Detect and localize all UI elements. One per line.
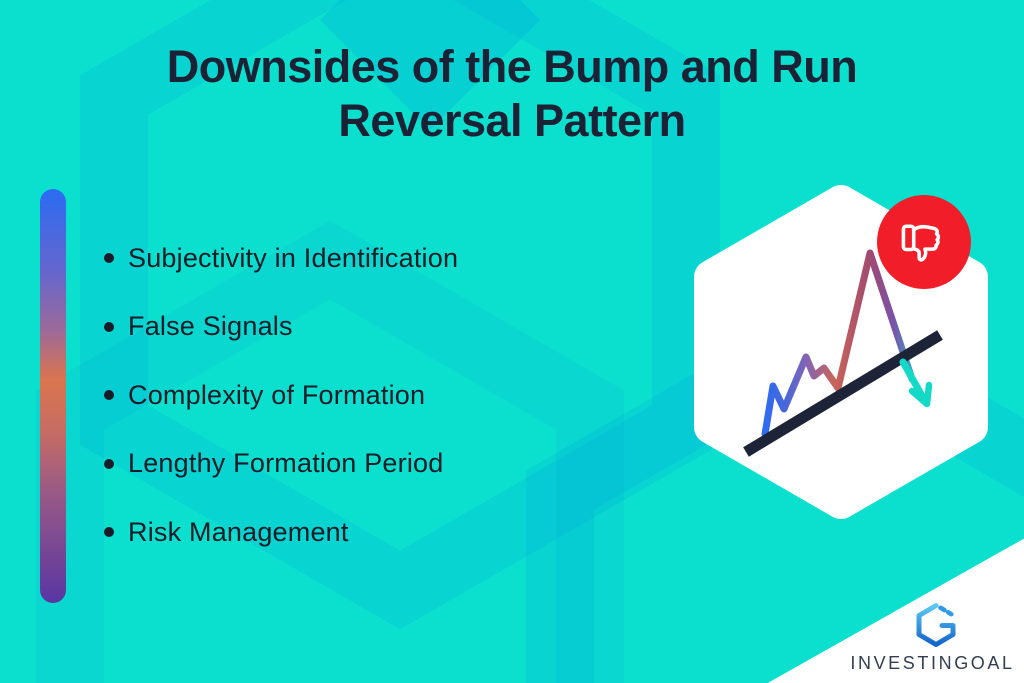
list-item-label: Risk Management <box>128 516 349 547</box>
corner-triangle <box>767 538 1024 683</box>
list-item: False Signals <box>100 293 458 362</box>
zigzag-line <box>761 249 916 438</box>
list-item: Risk Management <box>100 498 458 567</box>
gradient-accent-bar <box>40 189 66 603</box>
list-item: Subjectivity in Identification <box>100 224 458 293</box>
list-item-label: False Signals <box>128 311 293 342</box>
investingoal-logo-icon <box>916 603 956 647</box>
page-title-line1: Downsides of the Bump and Run <box>166 41 858 92</box>
trend-line <box>743 330 943 457</box>
thumbs-down-icon <box>901 224 941 262</box>
list-item-label: Complexity of Formation <box>128 379 426 410</box>
bullet-dot <box>104 321 114 332</box>
thumbs-down-badge <box>877 195 971 289</box>
list-item: Complexity of Formation <box>100 361 458 430</box>
page-title: Downsides of the Bump and Run Reversal P… <box>0 40 1024 148</box>
list-item: Lengthy Formation Period <box>100 430 458 499</box>
list-item-label: Subjectivity in Identification <box>128 242 459 273</box>
list-item-label: Lengthy Formation Period <box>128 448 444 479</box>
downsides-list: Subjectivity in Identification False Sig… <box>100 224 458 567</box>
page-title-line2: Reversal Pattern <box>338 95 686 146</box>
bullet-dot <box>104 527 114 538</box>
brand-name: INVESTINGOAL <box>850 653 1015 673</box>
background-pattern <box>35 0 1024 683</box>
bullet-dot <box>104 458 114 469</box>
bump-and-run-chart <box>743 249 943 457</box>
bullet-dot <box>104 390 114 401</box>
down-trend-arrow-icon <box>899 358 933 408</box>
bullet-dot <box>104 253 114 264</box>
